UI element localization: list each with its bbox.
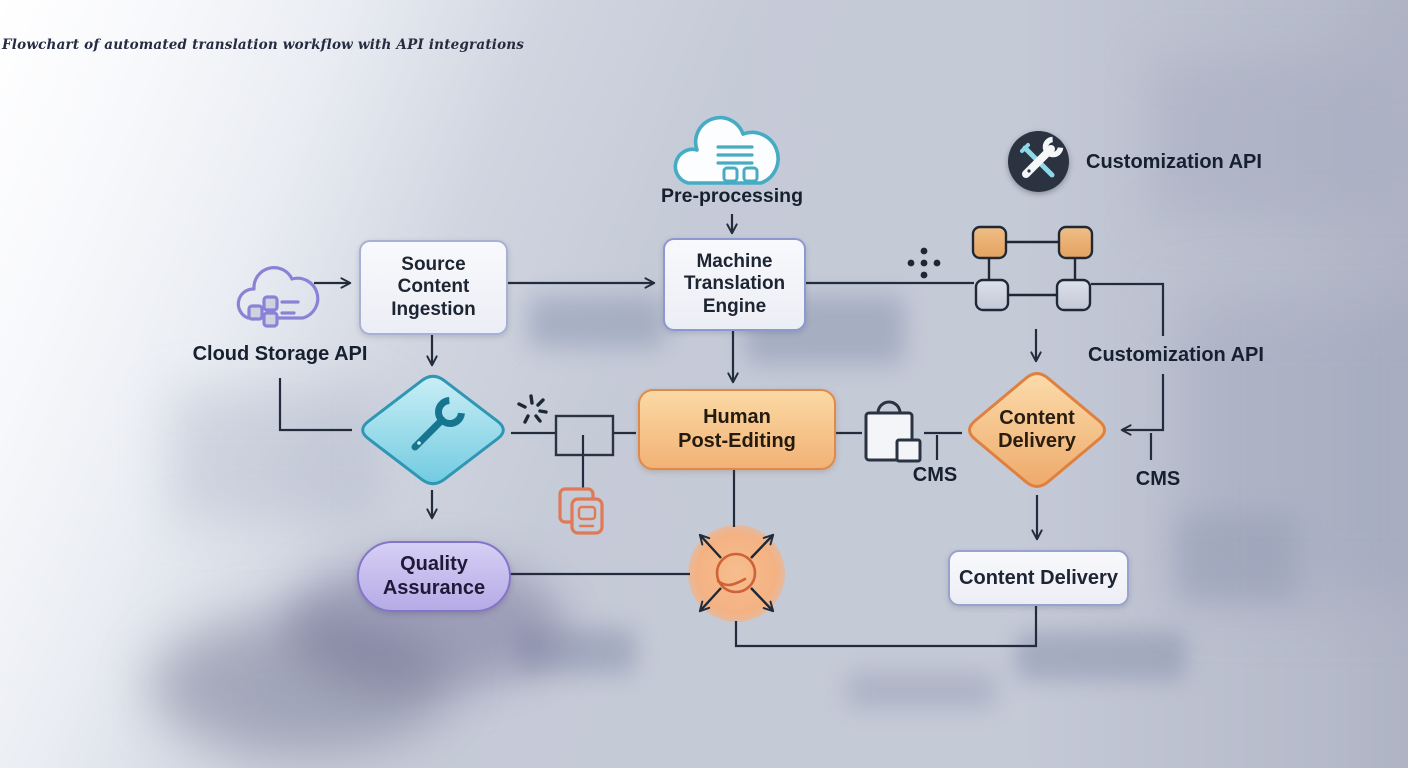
customization-api-badge [1008,131,1069,192]
connector-distribution-to-cd-box [734,605,1038,648]
label-cms-left: CMS [912,464,958,486]
wrench-icon [411,397,465,451]
wrench-screwdriver-icon [1020,136,1064,178]
connector-briefcase-to-diamond [924,431,962,460]
connector-api-nodes-to-content-delivery [1091,282,1165,460]
cms-briefcase-icon [864,400,922,463]
background-ghost-shape [1150,60,1390,220]
label-customization-api-badge: Customization API [1086,151,1262,173]
connected-squares-icon [971,225,1094,312]
background-ghost-shape [1180,300,1408,600]
node-label: Machine Translation Engine [683,251,786,317]
junction-box-icon [554,414,615,457]
background-ghost-shape [846,672,996,708]
label-customization-api-line: Customization API [1088,344,1264,366]
label-cloud-storage-api: Cloud Storage API [192,343,368,365]
page-title: Flowchart of automated translation workf… [2,37,525,53]
background-ghost-shape [150,615,450,755]
node-label: Quality Assurance [382,553,486,599]
node-content-delivery-box: Content Delivery [948,550,1129,606]
node-label: Source Content Ingestion [391,254,476,320]
cloud-server-icon [673,115,780,185]
node-machine-translation-engine: Machine Translation Engine [663,238,806,331]
dots-plus-icon [907,247,941,279]
label-pre-processing: Pre-processing [661,185,803,207]
asterisk-burst-icon [517,394,548,424]
background-ghost-shape [528,296,666,348]
node-label: Human Post-Editing [678,406,796,452]
node-content-delivery-diamond-label: Content Delivery [998,406,1076,452]
node-source-content-ingestion: Source Content Ingestion [359,240,508,335]
label-cms-right: CMS [1135,468,1181,490]
node-quality-assurance: Quality Assurance [357,541,511,612]
connector-cloudstorage-to-check [278,378,352,432]
node-human-post-editing: Human Post-Editing [638,389,836,470]
translated-documents-icon [558,487,604,535]
cloud-storage-icon [236,266,320,328]
node-label: Content Delivery [959,566,1118,589]
content-delivery-diamond [967,372,1107,488]
background-ghost-shape [170,390,380,520]
background-ghost-shape [1016,632,1186,680]
distribution-arrows-icon [698,533,775,613]
translation-check-node [361,374,505,486]
background-ghost-shape [1176,515,1296,600]
